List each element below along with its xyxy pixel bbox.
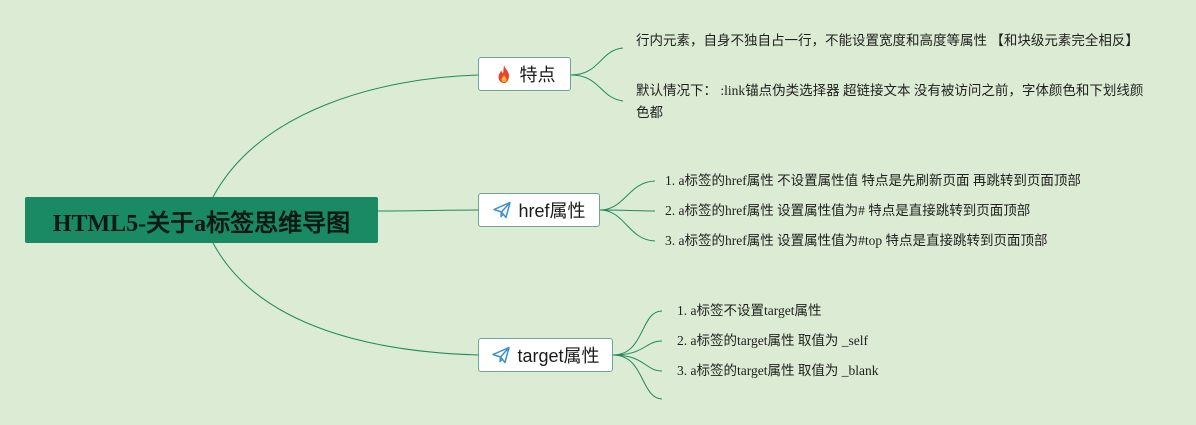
paper-plane-icon bbox=[491, 345, 511, 365]
connector-root-features bbox=[212, 74, 479, 198]
branch-href[interactable]: href属性 bbox=[478, 193, 600, 227]
connector-target-4 bbox=[612, 354, 663, 400]
branch-href-label: href属性 bbox=[518, 201, 586, 221]
connector-features-1 bbox=[570, 47, 624, 76]
leaf-href-3: 3. a标签的href属性 设置属性值为#top 特点是直接跳转到页面顶部 bbox=[665, 233, 1048, 248]
leaf-target-1: 1. a标签不设置target属性 bbox=[677, 303, 822, 318]
leaf-href-2: 2. a标签的href属性 设置属性值为# 特点是直接跳转到页面顶部 bbox=[665, 203, 1031, 218]
connector-href-2 bbox=[599, 209, 656, 212]
paper-plane-icon bbox=[492, 200, 512, 220]
connector-root-href bbox=[377, 209, 479, 212]
leaf-target-2: 2. a标签的target属性 取值为 _self bbox=[677, 333, 868, 348]
leaf-features-1: 行内元素，自身不独自占一行，不能设置宽度和高度等属性 【和块级元素完全相反】 bbox=[636, 33, 1139, 48]
branch-target-label: target属性 bbox=[517, 346, 600, 366]
branch-features[interactable]: 特点 bbox=[478, 57, 571, 91]
connector-target-1 bbox=[612, 310, 663, 356]
leaf-target-3: 3. a标签的target属性 取值为 _blank bbox=[677, 363, 879, 378]
branch-target[interactable]: target属性 bbox=[478, 338, 613, 372]
connector-features-2 bbox=[570, 74, 624, 102]
leaf-features-2: 默认情况下： :link锚点伪类选择器 超链接文本 没有被访问之前，字体颜色和下… bbox=[636, 83, 1144, 120]
root-label: HTML5-关于a标签思维导图 bbox=[52, 210, 351, 237]
connector-target-2 bbox=[612, 340, 663, 356]
connector-href-3 bbox=[599, 209, 656, 242]
fire-icon bbox=[494, 64, 514, 84]
connector-target-3 bbox=[612, 354, 663, 372]
leaf-href-1: 1. a标签的href属性 不设置属性值 特点是先刷新页面 再跳转到页面顶部 bbox=[665, 173, 1081, 188]
connector-root-target bbox=[212, 242, 479, 356]
root-node[interactable]: HTML5-关于a标签思维导图 bbox=[25, 197, 378, 243]
branch-features-label: 特点 bbox=[519, 65, 556, 85]
connector-href-1 bbox=[599, 180, 656, 211]
